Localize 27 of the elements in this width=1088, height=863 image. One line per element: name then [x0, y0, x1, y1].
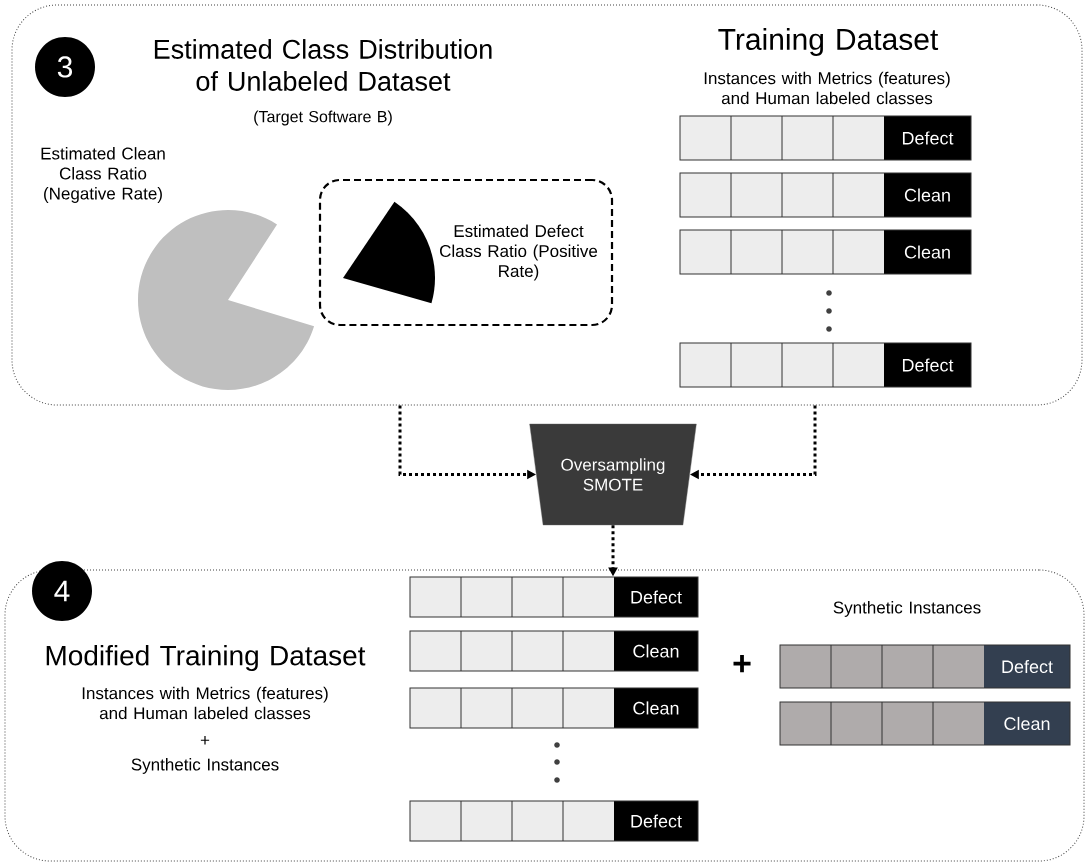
data-row: Defect [779, 644, 1071, 689]
panel [4, 569, 1085, 862]
plus-sign: + [200, 736, 210, 745]
heading: Modified Training Dataset [46, 644, 366, 672]
data-row: Clean [409, 630, 699, 672]
data-row: Defect [679, 115, 972, 161]
plus-sign: + [733, 655, 751, 673]
subheading: Instances with Metrics (features) and Human labeled classes [82, 686, 328, 720]
data-row: Clean [409, 687, 699, 729]
node-label: Estimated Clean Class Ratio (Negative Rate) [41, 147, 165, 203]
dashed-box: Estimated Defect Class Ratio (Positive Rate) [318, 178, 614, 327]
data-row: Defect [409, 800, 699, 842]
step-badge: 3 [35, 37, 95, 97]
data-row: Clean [679, 172, 972, 218]
data-row: Clean [679, 229, 972, 275]
data-row: Clean [779, 701, 1071, 746]
data-row: Defect [409, 576, 699, 618]
panel [11, 4, 1083, 406]
subheading: Synthetic Instances [833, 601, 981, 617]
heading: Estimated Class Distribution of Unlabeled Dataset [154, 39, 492, 91]
step-badge: 4 [32, 561, 92, 621]
pie-chart: Estimated Clean Class Ratio (Negative Rate) [41, 147, 315, 390]
subheading: Synthetic Instances [131, 758, 279, 774]
data-row: Defect [679, 342, 972, 388]
trapezoid-box: Oversampling SMOTE [529, 423, 697, 526]
heading: Training Dataset [718, 28, 939, 56]
subheading: (Target Software B) [254, 110, 392, 126]
